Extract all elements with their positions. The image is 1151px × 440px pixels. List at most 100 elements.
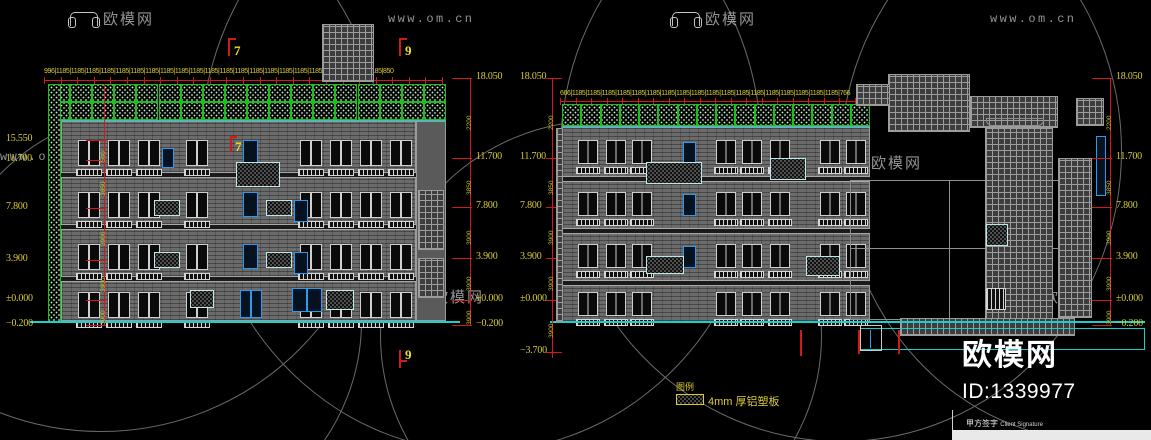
- acp-parapet-panel: [92, 102, 115, 120]
- acp-parapet-panel: [379, 102, 402, 120]
- acp-parapet-panel: [70, 102, 93, 120]
- top-dimension-chain: 996|1185|1185|1185|1185|1185|1185|1185|1…: [44, 68, 394, 75]
- balcony-railing: [358, 221, 384, 228]
- brand-block: 欧模网 ID:1339977: [962, 330, 1076, 404]
- dimension-tick: [591, 98, 592, 105]
- facade-window: [606, 244, 626, 268]
- interval-dimension: 2200: [466, 115, 473, 130]
- acp-parapet-panel: [335, 84, 358, 102]
- facade-window: [632, 292, 652, 316]
- dimension-tick: [77, 77, 79, 84]
- level-tick: [1092, 158, 1112, 159]
- dimension-tick: [606, 98, 608, 105]
- facade-window: [846, 292, 866, 316]
- level-tick: [86, 140, 106, 141]
- acp-parapet-panel: [202, 84, 225, 102]
- parapet-acp-band: [562, 104, 871, 126]
- facade-window: [186, 192, 208, 218]
- adjacent-block-outline: [850, 180, 950, 320]
- client-signature-en: Client Signature: [1000, 422, 1043, 428]
- acp-parapet-panel: [335, 102, 358, 120]
- floor-band: [61, 224, 416, 230]
- facade-window: [820, 292, 840, 316]
- right-tower-grille: [1058, 158, 1092, 318]
- acp-parapet-panel: [114, 84, 137, 102]
- level-label: 18.050: [520, 71, 547, 82]
- level-label: 18.050: [476, 71, 503, 82]
- dimension-tick: [392, 77, 394, 84]
- balcony-railing: [604, 167, 628, 174]
- right-wing-grille: [418, 258, 444, 298]
- balcony-railing: [106, 221, 132, 228]
- balcony-railing: [388, 273, 414, 280]
- facade-window: [578, 292, 598, 316]
- facade-window: [186, 140, 208, 166]
- level-tick: [452, 158, 472, 159]
- level-tick: [452, 207, 472, 208]
- facade-window: [360, 292, 382, 318]
- acp-parapet-panel: [735, 104, 755, 126]
- interval-dimension: 3850: [466, 180, 473, 195]
- titleblock-divider-v: [952, 410, 953, 440]
- balcony-railing: [358, 273, 384, 280]
- left-elevation-group: 996|1185|1185|1185|1185|1185|1185|1185|1…: [0, 0, 520, 440]
- acp-spandrel: [646, 256, 684, 274]
- client-signature-label: 甲方签字 Client Signature: [966, 418, 1043, 429]
- facade-window: [186, 244, 208, 270]
- facade-window: [108, 292, 130, 318]
- balcony-railing: [844, 271, 868, 278]
- level-tick: [546, 300, 562, 301]
- balcony-railing: [818, 167, 842, 174]
- balcony-railing: [184, 221, 210, 228]
- acp-parapet-panel: [291, 102, 314, 120]
- balcony-railing: [576, 219, 600, 226]
- facade-window: [390, 292, 412, 318]
- interval-dimension: 3900: [466, 310, 473, 325]
- balcony-railing: [768, 219, 792, 226]
- dimension-tick: [375, 77, 377, 84]
- acp-parapet-panel: [313, 102, 336, 120]
- level-label: ±0.000: [520, 293, 547, 304]
- parapet-base-line: [48, 120, 446, 121]
- dimension-tick: [823, 98, 825, 105]
- balcony-railing: [630, 219, 654, 226]
- level-label: 18.050: [1116, 71, 1143, 82]
- acp-parapet-panel: [619, 104, 640, 126]
- balcony-railing: [576, 271, 600, 278]
- floor-band: [562, 176, 870, 182]
- level-tick: [86, 208, 106, 209]
- acp-parapet-panel: [202, 102, 225, 120]
- dimension-extension-line: [104, 84, 105, 324]
- dimension-tick: [44, 77, 45, 84]
- level-tick: [86, 260, 106, 261]
- dimension-tick: [226, 77, 228, 84]
- dimension-extension-line: [1110, 78, 1111, 324]
- balcony-railing: [740, 271, 764, 278]
- interval-dimension: 3900: [100, 310, 107, 325]
- facade-window: [360, 140, 382, 166]
- interval-dimension: 3900: [1106, 276, 1113, 291]
- acp-parapet-panel: [831, 104, 851, 126]
- basement-mark: [898, 330, 900, 354]
- level-label: 3.900: [1116, 251, 1138, 262]
- balcony-railing: [76, 273, 102, 280]
- facade-window: [716, 192, 736, 216]
- facade-window: [742, 292, 762, 316]
- level-tick: [546, 352, 562, 353]
- dimension-tick: [808, 98, 809, 105]
- dimension-tick: [668, 98, 670, 105]
- level-tick: [1092, 207, 1112, 208]
- acp-parapet-panel: [136, 84, 159, 102]
- titleblock-bg: [952, 430, 1151, 440]
- acp-spandrel: [154, 200, 180, 216]
- dimension-extension-line: [552, 78, 553, 358]
- dimension-tick: [209, 77, 211, 84]
- acp-spandrel: [154, 252, 180, 268]
- balcony-railing: [358, 169, 384, 176]
- dimension-tick: [730, 98, 732, 105]
- balcony-railing: [714, 219, 738, 226]
- brand-name: 欧模网: [962, 339, 1058, 372]
- roof-parapet-hatch: [856, 84, 890, 106]
- facade-window: [742, 192, 762, 216]
- acp-parapet-panel: [247, 102, 270, 120]
